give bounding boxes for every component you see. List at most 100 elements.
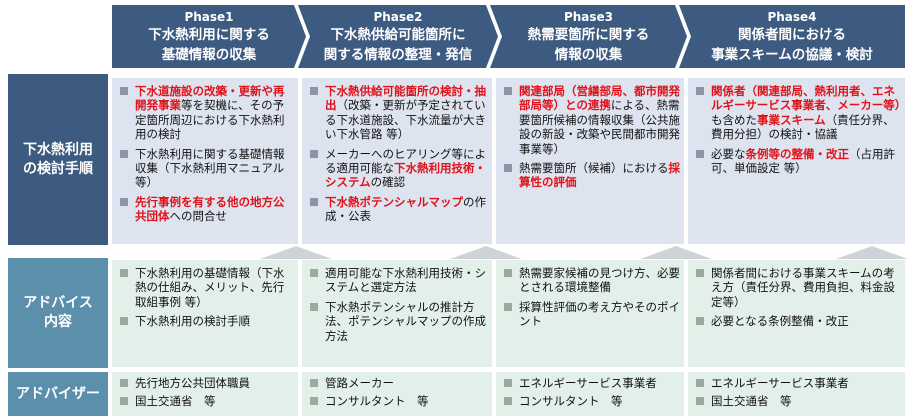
list-item: 国土交通省 等 (120, 394, 294, 408)
phase-title-line2: 事業スキームの協議・検討 (711, 47, 873, 63)
item-text: 必要となる条例整備・改正 (711, 314, 849, 329)
row-label-line1: 下水熱利用 (23, 141, 93, 158)
highlight-text: 関係者（関連部局、熱利用者、エネルギーサービス事業者、メーカー等） (711, 84, 907, 113)
item-text: エネルギーサービス事業者 (711, 376, 849, 390)
square-bullet-icon (504, 87, 512, 95)
row-label-line1: アドバイス (23, 295, 93, 311)
highlight-text: 事業スキーム (757, 112, 826, 127)
up-triangle-icon (836, 246, 908, 259)
phase-title-line2: 情報の収集 (554, 47, 623, 63)
square-bullet-icon (310, 87, 318, 95)
phase-number: Phase2 (373, 10, 423, 24)
highlight-text: 条例等の整備・改正 (745, 146, 850, 161)
advisor-phase1: 先行地方公共団体職員 国土交通省 等 (112, 372, 298, 416)
item-text: 下水熱利用の検討手順 (135, 314, 250, 329)
item-text: メーカーへのヒアリング等による適用可能な (325, 146, 486, 176)
highlight-text: 下水道施設の改築・更新や再開発事業 (135, 84, 285, 113)
list-item: 下水熱利用の基礎情報（下水熱の仕組み、メリット、先行取組事例 等） (120, 266, 294, 309)
advisor-phase4: エネルギーサービス事業者 国土交通省 等 (688, 372, 905, 416)
procedure-phase3: 関連部局（営繕部局、都市開発部局等）との連携による、熱需要箇所候補の情報収集（公… (496, 78, 684, 244)
phase-title-line1: 下水熱供給可能箇所に (330, 27, 466, 43)
square-bullet-icon (310, 269, 318, 277)
highlight-text: 先行事例を有する他の地方公共団体 (135, 194, 285, 224)
phase2-header: Phase2 下水熱供給可能箇所に 関する情報の整理・発信 (298, 5, 498, 68)
square-bullet-icon (310, 149, 318, 158)
list-item: 採算性評価の考え方やそのポイント (504, 300, 680, 329)
item-text: 採算性評価の考え方やそのポイント (519, 299, 680, 329)
square-bullet-icon (310, 302, 318, 311)
list-item: 適用可能な下水熱利用技術・システムと選定方法 (310, 266, 488, 295)
square-bullet-icon (696, 87, 704, 95)
item-text: 適用可能な下水熱利用技術・システムと選定方法 (325, 266, 486, 295)
phase-number: Phase1 (184, 10, 234, 24)
advice-phase2: 適用可能な下水熱利用技術・システムと選定方法 下水熱ポテンシャルの推計方法、ポテ… (302, 260, 492, 367)
list-item: 熱需要箇所（候補）における採算性の評価 (504, 161, 680, 190)
advice-phase3: 熱需要家候補の見つけ方、必要とされる環境整備 採算性評価の考え方やそのポイント (496, 260, 684, 367)
item-text: の確認 (370, 175, 406, 190)
item-text: （責任分界、費用分担）の検討・協議 (711, 112, 895, 142)
item-text: 等を契機に、その予定箇所周辺における下水熱利用の検討 (135, 98, 285, 142)
item-text: （占用許可、単価設定 等） (711, 146, 895, 176)
highlight-text: 下水熱ポテンシャルマップ (325, 194, 463, 209)
advice-phase1: 下水熱利用の基礎情報（下水熱の仕組み、メリット、先行取組事例 等） 下水熱利用の… (112, 260, 298, 367)
row-label-line2: の検討手順 (23, 160, 93, 177)
list-item: エネルギーサービス事業者 (696, 376, 901, 390)
up-triangle-icon (450, 246, 522, 259)
phase3-header: Phase3 熱需要箇所に関する 情報の収集 (490, 5, 687, 68)
list-item: メーカーへのヒアリング等による適用可能な下水熱利用技術・システムの確認 (310, 147, 488, 190)
list-item: 必要な条例等の整備・改正（占用許可、単価設定 等） (696, 147, 901, 176)
item-text: 下水熱利用に関する基礎情報収集（下水熱利用マニュアル 等） (135, 146, 285, 190)
item-text: 先行地方公共団体職員 (135, 376, 250, 390)
list-item: 下水熱ポテンシャルの推計方法、ポテンシャルマップの作成方法 (310, 300, 488, 343)
item-text: コンサルタント 等 (519, 394, 623, 409)
list-item: 関係者間における事業スキームの考え方（責任分界、費用負担、料金設定等） (696, 266, 901, 309)
phase-title-line2: 関する情報の整理・発信 (323, 47, 473, 63)
row-label-line2: 内容 (44, 314, 72, 330)
square-bullet-icon (310, 197, 318, 206)
list-item: エネルギーサービス事業者 (504, 376, 680, 390)
square-bullet-icon (120, 269, 128, 277)
phase4-header: Phase4 関係者間における 事業スキームの協議・検討 (679, 5, 905, 68)
square-bullet-icon (696, 317, 704, 326)
list-item: 国土交通省 等 (696, 394, 901, 408)
phase-title-line2: 基礎情報の収集 (161, 47, 257, 63)
item-text: 国土交通省 等 (135, 394, 216, 409)
square-bullet-icon (696, 149, 704, 158)
procedure-phase2: 下水熱供給可能箇所の検討・抽出（改築・更新が予定されている下水道施設、下水流量が… (302, 78, 492, 244)
list-item: 下水熱ポテンシャルマップの作成・公表 (310, 195, 488, 224)
phase-title-line1: 熱需要箇所に関する (527, 27, 650, 43)
highlight-text: 採算性の評価 (519, 161, 680, 190)
list-item: 関係者（関連部局、熱利用者、エネルギーサービス事業者、メーカー等）も含めた事業ス… (696, 84, 906, 142)
square-bullet-icon (120, 397, 128, 406)
list-item: 熱需要家候補の見つけ方、必要とされる環境整備 (504, 266, 680, 295)
item-text: 管路メーカー (325, 376, 394, 390)
square-bullet-icon (696, 379, 704, 387)
row-label-advisor: アドバイザー (8, 372, 108, 416)
list-item: 管路メーカー (310, 376, 488, 390)
highlight-text: 下水熱利用技術・システム (325, 161, 486, 190)
square-bullet-icon (310, 397, 318, 406)
item-text: 国土交通省 等 (711, 394, 792, 409)
square-bullet-icon (504, 379, 512, 387)
row-label-advice: アドバイス 内容 (8, 258, 108, 368)
row-label-procedure: 下水熱利用 の検討手順 (8, 74, 108, 245)
item-text: 下水熱利用の基礎情報（下水熱の仕組み、メリット、先行取組事例 等） (135, 266, 285, 309)
phase1-header: Phase1 下水熱利用に関する 基礎情報の収集 (112, 5, 306, 68)
item-text: 関係者間における事業スキームの考え方（責任分界、費用負担、料金設定等） (711, 266, 895, 309)
advisor-phase3: エネルギーサービス事業者 コンサルタント 等 (496, 372, 684, 416)
advisor-phase2: 管路メーカー コンサルタント 等 (302, 372, 492, 416)
square-bullet-icon (120, 149, 128, 158)
advice-phase4: 関係者間における事業スキームの考え方（責任分界、費用負担、料金設定等） 必要とな… (688, 260, 905, 367)
list-item: 関連部局（営繕部局、都市開発部局等）との連携による、熱需要箇所候補の情報収集（公… (504, 84, 680, 156)
square-bullet-icon (310, 379, 318, 387)
phase-number: Phase4 (767, 10, 817, 24)
item-text: の作成・公表 (325, 194, 486, 224)
list-item: 下水熱供給可能箇所の検討・抽出（改築・更新が予定されている下水道施設、下水流量が… (310, 84, 488, 142)
procedure-phase1: 下水道施設の改築・更新や再開発事業等を契機に、その予定箇所周辺における下水熱利用… (112, 78, 298, 244)
list-item: 下水道施設の改築・更新や再開発事業等を契機に、その予定箇所周辺における下水熱利用… (120, 84, 294, 142)
highlight-text: 下水熱供給可能箇所の検討・抽出 (325, 84, 486, 113)
phase-number: Phase3 (563, 10, 614, 24)
item-text: 熱需要家候補の見つけ方、必要とされる環境整備 (519, 266, 680, 295)
list-item: 先行事例を有する他の地方公共団体への問合せ (120, 195, 294, 224)
phase-title-line1: 関係者間における (738, 27, 846, 43)
